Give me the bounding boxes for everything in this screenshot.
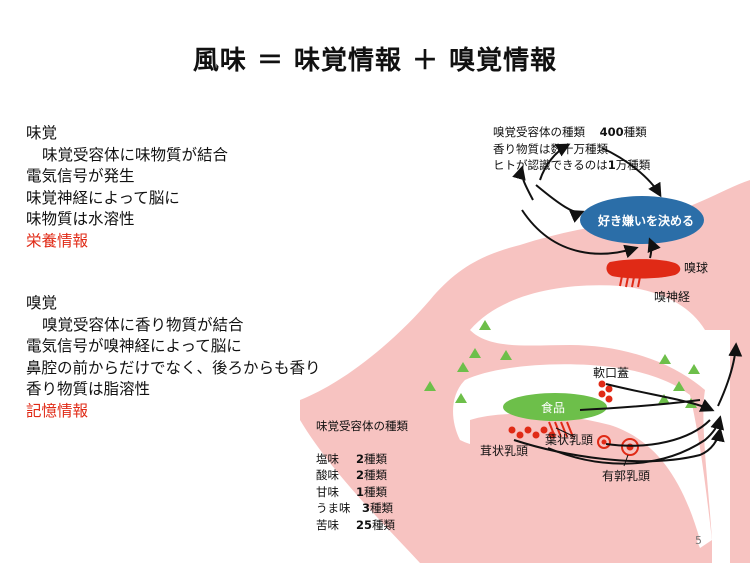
taste-line: 味物質は水溶性 — [26, 210, 135, 229]
foliate-papillae-label: 葉状乳頭 — [545, 433, 594, 447]
taste-count: 3 — [362, 501, 371, 515]
slide-title: 風味 ＝ 味覚情報 ＋ 嗅覚情報 — [192, 46, 558, 76]
taste-count: 25 — [356, 517, 373, 532]
signal-arrows — [512, 143, 743, 465]
olfactory-receptor-count: 400 — [599, 125, 624, 139]
olfactory-info: 嗅覚受容体の種類 400種類 香り物質は数十万種類 ヒトが認識できるのは1万種類 — [493, 124, 650, 174]
taste-receptor-row: 甘味 1種類 — [316, 484, 408, 501]
nasal-cavity — [470, 285, 705, 390]
olfactory-receptor-unit: 種類 — [623, 125, 647, 139]
taste-name: 苦味 — [316, 517, 339, 532]
taste-unit: 種類 — [364, 451, 388, 466]
recognition-count: 1 — [607, 158, 616, 172]
taste-receptor-row: 酸味 2種類 — [316, 467, 408, 484]
olfactory-nerve-lines — [619, 275, 641, 288]
taste-unit: 種類 — [364, 468, 388, 482]
taste-line: 電気信号が発生 — [26, 167, 135, 186]
smell-line: 電気信号が嗅神経によって脳に — [26, 337, 242, 356]
soft-palate-label: 軟口蓋 — [593, 366, 630, 380]
olfactory-receptor-label: 嗅覚受容体の種類 — [493, 125, 585, 139]
page-number: 5 — [695, 534, 702, 547]
smell-line: 嗅覚受容体に香り物質が結合 — [42, 315, 244, 334]
label-leaders — [555, 427, 629, 467]
food-bolus — [503, 393, 607, 421]
taste-name: 塩味 — [316, 451, 339, 466]
taste-count: 2 — [356, 468, 365, 482]
taste-section: 味覚 味覚受容体に味物質が結合 電気信号が発生 味覚神経によって脳に 味物質は水… — [26, 123, 228, 253]
taste-name: 酸味 — [316, 468, 339, 482]
taste-line: 味覚受容体に味物質が結合 — [42, 145, 229, 164]
fungiform-papillae-label: 茸状乳頭 — [480, 444, 529, 458]
taste-line: 味覚神経によって脳に — [26, 188, 180, 207]
soft-palate-receptors — [598, 380, 613, 403]
taste-unit: 種類 — [370, 501, 394, 515]
smell-line: 鼻腔の前からだけでなく、後ろからも香り — [26, 358, 321, 377]
taste-highlight: 栄養情報 — [26, 231, 89, 250]
olfactory-nerve-label: 嗅神経 — [654, 290, 691, 304]
brain-label: 好き嫌いを決める — [598, 214, 695, 228]
taste-count: 1 — [356, 484, 365, 499]
taste-unit: 種類 — [364, 484, 388, 499]
smell-section: 嗅覚 嗅覚受容体に香り物質が結合 電気信号が嗅神経によって脳に 鼻腔の前からだけ… — [26, 293, 321, 423]
odorant-count-text: 香り物質は数十万種類 — [493, 141, 608, 156]
circumvallate-receptors — [597, 435, 639, 456]
taste-name: うま味 — [316, 501, 351, 515]
smell-heading: 嗅覚 — [26, 294, 58, 312]
olfactory-bulb-shape — [606, 259, 681, 279]
smell-line: 香り物質は脂溶性 — [26, 380, 151, 399]
recognition-suffix: 万種類 — [615, 158, 651, 172]
brain-region — [580, 196, 704, 244]
taste-receptor-row: うま味 3種類 — [316, 500, 408, 517]
recognition-prefix: ヒトが認識できるのは — [493, 158, 608, 172]
taste-receptor-row: 苦味 25種類 — [316, 517, 408, 534]
taste-receptor-heading: 味覚受容体の種類 — [316, 419, 408, 433]
taste-heading: 味覚 — [26, 124, 58, 142]
circumvallate-papillae-label: 有郭乳頭 — [602, 469, 651, 483]
food-label: 食品 — [541, 401, 566, 415]
taste-name: 甘味 — [316, 484, 339, 499]
taste-unit: 種類 — [372, 517, 396, 532]
odor-molecules — [424, 320, 700, 408]
taste-count: 2 — [356, 451, 365, 466]
smell-highlight: 記憶情報 — [26, 401, 89, 420]
pharynx — [703, 330, 730, 563]
tongue — [470, 413, 700, 548]
fungiform-receptors — [508, 426, 556, 439]
taste-receptor-row: 塩味 2種類 — [316, 451, 408, 468]
olfactory-bulb-label: 嗅球 — [684, 261, 709, 275]
